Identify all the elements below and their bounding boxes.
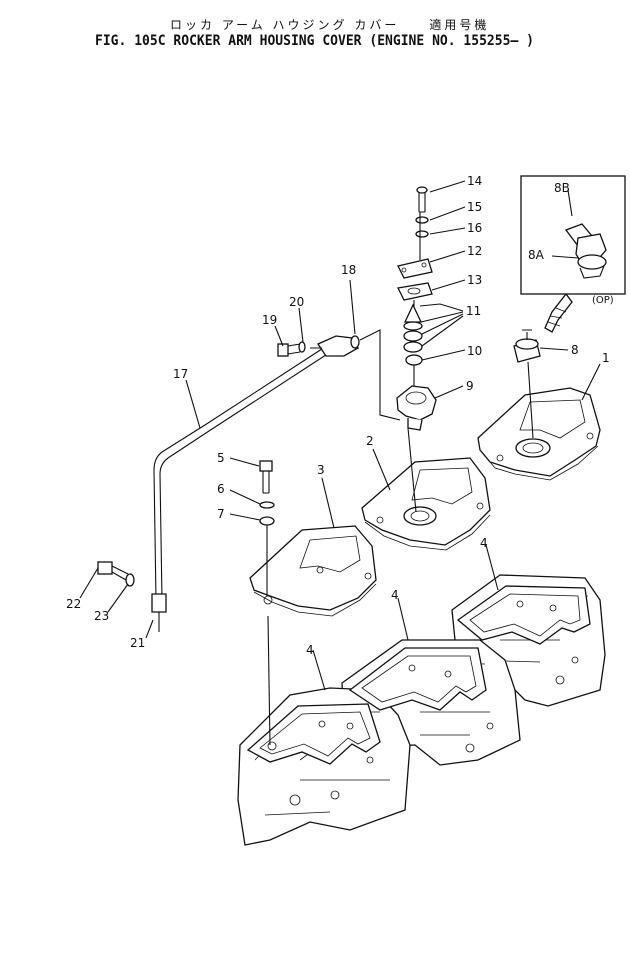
flange-bolt: [277, 343, 301, 357]
breather-element-stack: [403, 303, 423, 366]
cap-bolt: [416, 186, 428, 213]
option-arrow: [544, 292, 573, 333]
callout-7: 7: [217, 507, 225, 521]
callout-19: 19: [262, 313, 277, 327]
callout-4-middle: 4: [391, 588, 399, 602]
o-ring: [350, 335, 360, 349]
clamp-washer: [125, 573, 135, 587]
callout-13: 13: [467, 273, 482, 287]
oil-filler-assembly-axis: [527, 361, 534, 439]
breather-assembly-axis: [407, 212, 421, 513]
callout-11: 11: [466, 304, 481, 318]
callout-22: 22: [66, 597, 81, 611]
callout-21: 21: [130, 636, 145, 650]
callout-4-rear: 4: [480, 536, 488, 550]
figure-title: FIG. 105C ROCKER ARM HOUSING COVER (ENGI…: [95, 33, 534, 49]
callout-10: 10: [467, 344, 482, 358]
callout-2: 2: [366, 434, 374, 448]
callout-1: 1: [602, 351, 610, 365]
inset-label-8a: 8A: [528, 248, 545, 262]
callout-14: 14: [467, 174, 482, 188]
callout-23: 23: [94, 609, 109, 623]
rocker-arm-housing-cover-front: [249, 525, 377, 617]
cover-seal-washer: [259, 516, 275, 526]
rocker-arm-housing-cover-rear: [477, 387, 601, 481]
oil-gauge-guide-tube: [151, 335, 359, 632]
tube-assembly-line: [310, 329, 401, 421]
inset-label-8b: 8B: [554, 181, 570, 195]
flange-washer: [298, 341, 306, 353]
guide-clamp-bolt: [97, 561, 129, 581]
rocker-arm-housing-cover-middle: [361, 457, 491, 551]
callout-20: 20: [289, 295, 304, 309]
breather-cap-plate: [397, 258, 433, 279]
spring-washer: [415, 216, 429, 224]
breather-gasket: [397, 282, 433, 301]
oil-filler-cap: [513, 329, 541, 363]
callout-8: 8: [571, 343, 579, 357]
callout-4-front: 4: [306, 643, 314, 657]
callout-leader-lines: [79, 180, 601, 691]
cover-bolt-axis: [266, 525, 271, 746]
rocker-housing-gasket-middle: [348, 647, 487, 711]
callout-6: 6: [217, 482, 225, 496]
callout-9: 9: [466, 379, 474, 393]
callout-16: 16: [467, 221, 482, 235]
callout-5: 5: [217, 451, 225, 465]
rocker-housing-gasket-rear: [456, 585, 591, 645]
cover-spring-washer: [259, 501, 275, 509]
breather-body: [396, 385, 437, 431]
callout-labels: 14 15 16 12 13 18 11 10 20 19 8 1 9 17 2…: [66, 174, 614, 657]
cover-bolt: [259, 460, 273, 494]
inset-option-tag: (OP): [592, 295, 614, 306]
callout-17: 17: [173, 367, 188, 381]
washer: [415, 230, 429, 238]
option-inset-box: [520, 175, 626, 295]
callout-12: 12: [467, 244, 482, 258]
figure-title-japanese: ロッカ アーム ハウジング カバー 適用号機: [170, 18, 490, 32]
callout-15: 15: [467, 200, 482, 214]
rocker-housing-gasket-front: [246, 703, 381, 765]
callout-3: 3: [317, 463, 325, 477]
callout-18: 18: [341, 263, 356, 277]
